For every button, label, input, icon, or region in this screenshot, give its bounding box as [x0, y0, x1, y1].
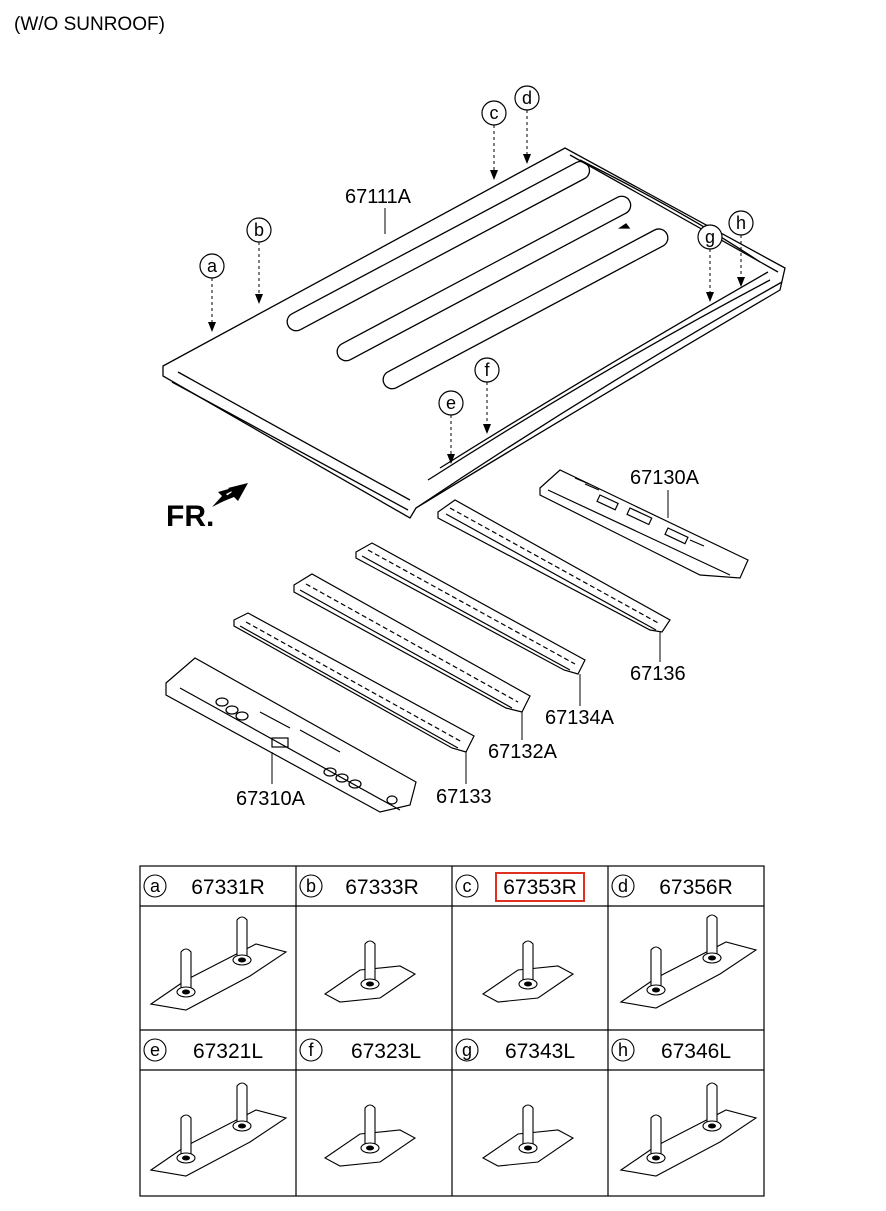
- svg-text:67343L: 67343L: [505, 1040, 575, 1063]
- label-67111A: 67111A: [345, 186, 412, 208]
- svg-text:a: a: [207, 256, 218, 276]
- svg-text:67323L: 67323L: [351, 1040, 421, 1063]
- callout-c: c: [481, 100, 507, 180]
- callout-d: d: [514, 85, 540, 164]
- svg-text:b: b: [254, 220, 264, 240]
- svg-text:c: c: [463, 876, 472, 896]
- svg-text:67331R: 67331R: [191, 876, 265, 899]
- part-roof-bow-67134A: [355, 542, 586, 675]
- bracket-image-g: [483, 1105, 573, 1166]
- part-roof-bow-67132A: [293, 573, 531, 713]
- label-67136: 67136: [630, 663, 686, 685]
- part-front-rail: [165, 657, 417, 813]
- svg-text:67333R: 67333R: [345, 876, 419, 899]
- svg-text:g: g: [705, 227, 715, 247]
- svg-text:g: g: [462, 1040, 472, 1060]
- callout-a: a: [199, 253, 225, 332]
- svg-text:b: b: [306, 876, 316, 896]
- table-cell-e: e 67321L: [143, 1038, 263, 1063]
- svg-text:FR.: FR.: [166, 500, 214, 533]
- svg-text:d: d: [522, 88, 532, 108]
- label-67134A: 67134A: [545, 707, 615, 729]
- bracket-image-h: [621, 1083, 756, 1176]
- bracket-image-d: [621, 915, 756, 1008]
- svg-text:e: e: [446, 393, 456, 413]
- part-roof-bow-67136: [437, 499, 671, 633]
- svg-text:h: h: [736, 213, 746, 233]
- table-cell-d: d 67356R: [611, 874, 733, 899]
- callout-h: h: [728, 210, 754, 287]
- label-67130A: 67130A: [630, 467, 700, 489]
- roof-panel: [162, 147, 786, 519]
- svg-text:a: a: [150, 876, 161, 896]
- highlight-box: [495, 872, 585, 902]
- bracket-image-a: [151, 917, 286, 1010]
- svg-text:e: e: [150, 1040, 160, 1060]
- table-cell-g: g 67343L: [455, 1038, 575, 1063]
- svg-text:67346L: 67346L: [661, 1040, 731, 1063]
- part-rear-rail: [539, 469, 749, 579]
- label-67132A: 67132A: [488, 741, 558, 763]
- label-67310A: 67310A: [236, 788, 306, 810]
- table-cell-f: f 67323L: [299, 1038, 421, 1063]
- svg-text:f: f: [308, 1040, 314, 1060]
- bracket-image-f: [325, 1105, 415, 1166]
- parts-table: [139, 865, 765, 1197]
- page-title: (W/O SUNROOF): [14, 14, 165, 35]
- bracket-image-b: [325, 941, 415, 1002]
- table-cell-c: c 67353R: [455, 872, 585, 902]
- table-cell-h: h 67346L: [611, 1038, 731, 1063]
- label-67133: 67133: [436, 786, 492, 808]
- callout-b: b: [246, 217, 272, 304]
- table-cell-b: b 67333R: [299, 874, 419, 899]
- front-direction-indicator: FR.: [166, 483, 248, 533]
- callout-g: g: [697, 224, 723, 302]
- table-cell-a: a 67331R: [143, 874, 265, 899]
- svg-text:67321L: 67321L: [193, 1040, 263, 1063]
- svg-text:h: h: [618, 1040, 628, 1060]
- bracket-image-c: [483, 941, 573, 1002]
- svg-text:67356R: 67356R: [659, 876, 733, 899]
- callout-f: f: [474, 357, 500, 434]
- callout-e: e: [438, 390, 464, 464]
- svg-text:67353R: 67353R: [503, 876, 577, 899]
- bracket-image-e: [151, 1083, 286, 1176]
- svg-text:c: c: [490, 103, 499, 123]
- svg-text:f: f: [484, 360, 490, 380]
- svg-text:d: d: [618, 876, 628, 896]
